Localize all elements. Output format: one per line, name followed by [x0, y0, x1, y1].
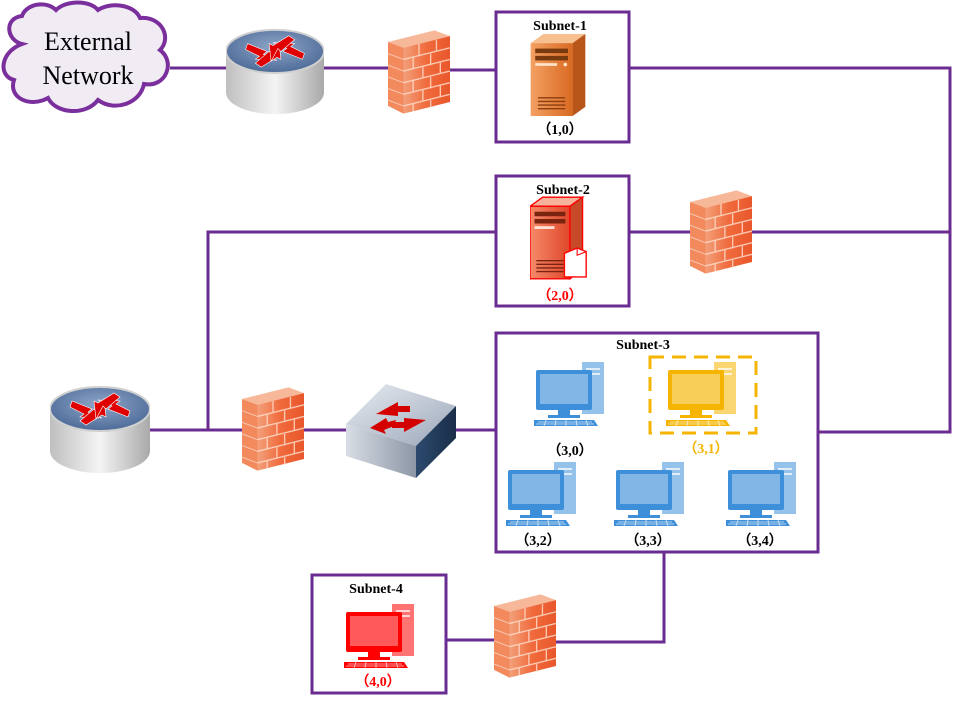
subnet-4-title: Subnet-4 — [349, 582, 403, 597]
host-label-3-0: （3,0） — [547, 443, 593, 459]
server-icon — [530, 34, 586, 116]
host-label-3-2: （3,2） — [515, 533, 561, 549]
subnet-2-title: Subnet-2 — [536, 183, 590, 198]
host-label-3-4: （3,4） — [737, 533, 783, 549]
cloud-icon — [1, 0, 170, 114]
compromised-server-icon — [530, 196, 587, 280]
subnet-4: Subnet-4 （4,0） — [310, 573, 448, 695]
external-network-label-line2: Network — [43, 61, 134, 90]
external-network-cloud: External Network — [1, 0, 170, 114]
network-links — [150, 66, 952, 644]
host-label-1-0: （1,0） — [537, 122, 583, 138]
host-label-2-0: （2,0） — [537, 288, 583, 304]
host-label-3-1: （3,1） — [683, 441, 729, 457]
subnet-3-title: Subnet-3 — [616, 338, 670, 353]
subnet-1: Subnet-1 （1,0） — [494, 10, 631, 144]
firewall-icon — [690, 189, 752, 275]
host-label-3-3: （3,3） — [625, 533, 671, 549]
link-subnet1-backbone — [629, 66, 952, 434]
subnet-3: Subnet-3 （3,0） （3,1） （3,2） （3,3） （3,4） — [494, 331, 820, 554]
router-icon — [50, 386, 150, 474]
firewall-icon — [242, 386, 304, 472]
firewall-icon — [494, 593, 556, 679]
switch-icon — [346, 384, 456, 478]
router-icon — [226, 28, 324, 116]
subnet-3-box — [494, 331, 820, 554]
subnet-1-title: Subnet-1 — [533, 19, 587, 34]
host-label-4-0: （4,0） — [355, 674, 401, 690]
link-subnet2-left-router — [206, 230, 496, 430]
firewall-icon — [388, 29, 450, 115]
subnet-2: Subnet-2 （2,0） — [494, 174, 631, 308]
external-network-label-line1: External — [44, 27, 132, 56]
link-subnet3-firewall — [554, 552, 666, 644]
target-host-highlight — [648, 355, 758, 435]
